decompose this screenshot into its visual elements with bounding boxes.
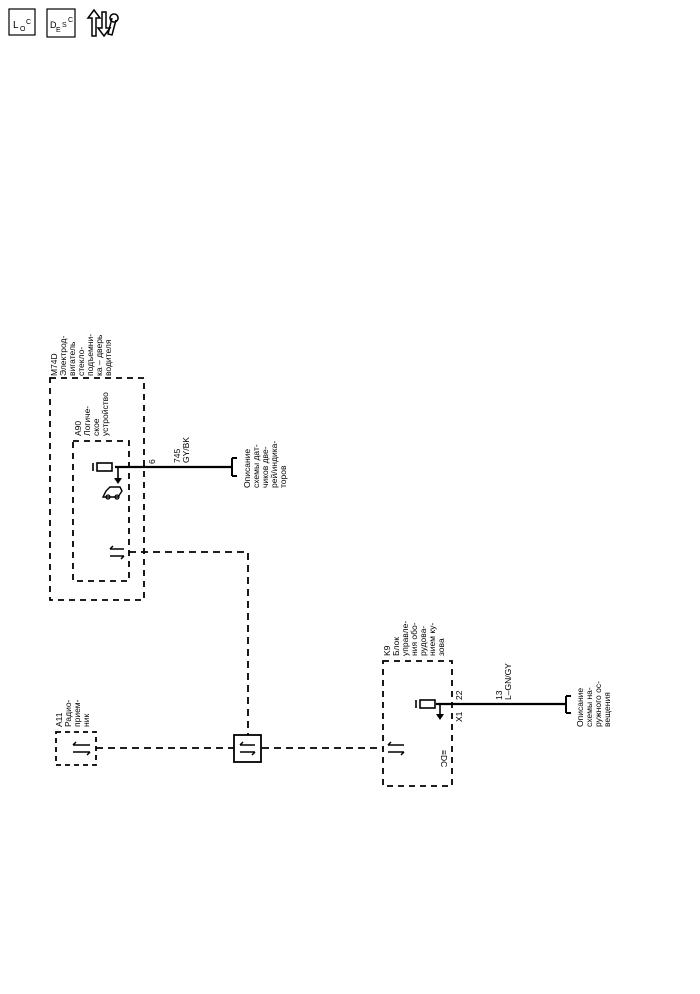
w2-circuit: 13 L–GN/GY	[494, 663, 513, 700]
svg-text:L: L	[13, 20, 19, 31]
a11-label: A11 Радио- прием- ник	[54, 697, 91, 727]
w1-pin: 6	[147, 459, 157, 464]
a11-box	[55, 731, 97, 766]
ref2-bracket	[565, 695, 571, 714]
arrows-wrench-icon[interactable]	[86, 8, 122, 43]
w2-pin: 22	[454, 690, 464, 700]
car-door-icon	[101, 486, 123, 498]
svg-text:E: E	[56, 27, 61, 34]
svg-text:C: C	[68, 17, 73, 24]
data-arrows-icon-a11	[72, 741, 91, 756]
data-arrows-icon-k9	[387, 741, 405, 756]
m74d-box	[49, 377, 145, 601]
ref2-label: Описание схемы на- ружного ос- вещения	[575, 679, 612, 727]
data-arrows-icon-splice	[239, 741, 256, 756]
a90-box	[72, 440, 130, 582]
desc-icon[interactable]: D E S C	[46, 8, 76, 43]
w2-connector: X1	[454, 711, 464, 722]
svg-text:O: O	[20, 26, 26, 33]
k9-note: ≡DC	[439, 750, 449, 767]
svg-text:C: C	[26, 19, 31, 26]
m74d-label: M74D Электрод- вигатель стекло- подъемни…	[49, 332, 113, 376]
data-arrows-icon-a90	[109, 545, 125, 560]
a90-label: A90 Логиче- ское устройство	[73, 392, 110, 436]
svg-text:S: S	[62, 22, 67, 29]
w1-circuit: 745 GY/BK	[172, 437, 191, 463]
data-link-a90	[129, 551, 249, 735]
k9-label: K9 Блок управле- ния обо- рудова- нием к…	[382, 618, 446, 656]
k9-box	[382, 660, 453, 787]
a90-switch	[96, 462, 113, 472]
ref1-label: Описание схемы дат- чиков две- рей/индик…	[242, 438, 288, 488]
ref1-bracket	[231, 457, 237, 477]
loc-icon[interactable]: L O C	[8, 8, 36, 41]
k9-switch	[419, 699, 436, 709]
data-splice-box	[233, 734, 262, 763]
svg-text:D: D	[50, 20, 57, 30]
